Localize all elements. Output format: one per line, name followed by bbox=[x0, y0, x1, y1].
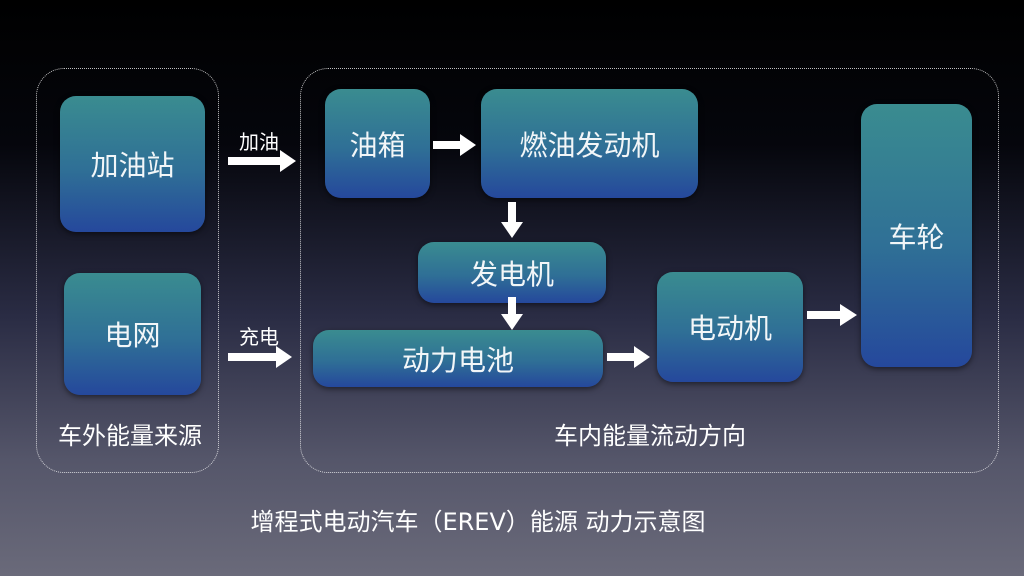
generator-box: 发电机 bbox=[418, 242, 606, 303]
diagram-caption: 增程式电动汽车（EREV）能源 动力示意图 bbox=[250, 508, 706, 536]
battery-box: 动力电池 bbox=[313, 330, 603, 387]
arrow-right-icon bbox=[228, 150, 296, 172]
arrow-right-icon bbox=[433, 134, 476, 156]
internal-group-label: 车内能量流动方向 bbox=[554, 422, 746, 450]
arrow-right-icon bbox=[228, 346, 292, 368]
gas-station-box: 加油站 bbox=[60, 96, 205, 232]
external-energy-group bbox=[36, 68, 219, 473]
fuel-tank-box: 油箱 bbox=[325, 89, 430, 198]
arrow-right-icon bbox=[607, 346, 650, 368]
arrow-down-icon bbox=[501, 297, 523, 330]
internal-energy-group bbox=[300, 68, 999, 473]
engine-box: 燃油发动机 bbox=[481, 89, 698, 198]
grid-box: 电网 bbox=[64, 273, 201, 395]
arrow-right-icon bbox=[807, 304, 857, 326]
wheels-box: 车轮 bbox=[861, 104, 972, 367]
charge-label: 充电 bbox=[239, 325, 279, 349]
motor-box: 电动机 bbox=[657, 272, 803, 382]
external-group-label: 车外能量来源 bbox=[58, 422, 202, 450]
arrow-down-icon bbox=[501, 202, 523, 238]
refuel-label: 加油 bbox=[239, 130, 279, 154]
